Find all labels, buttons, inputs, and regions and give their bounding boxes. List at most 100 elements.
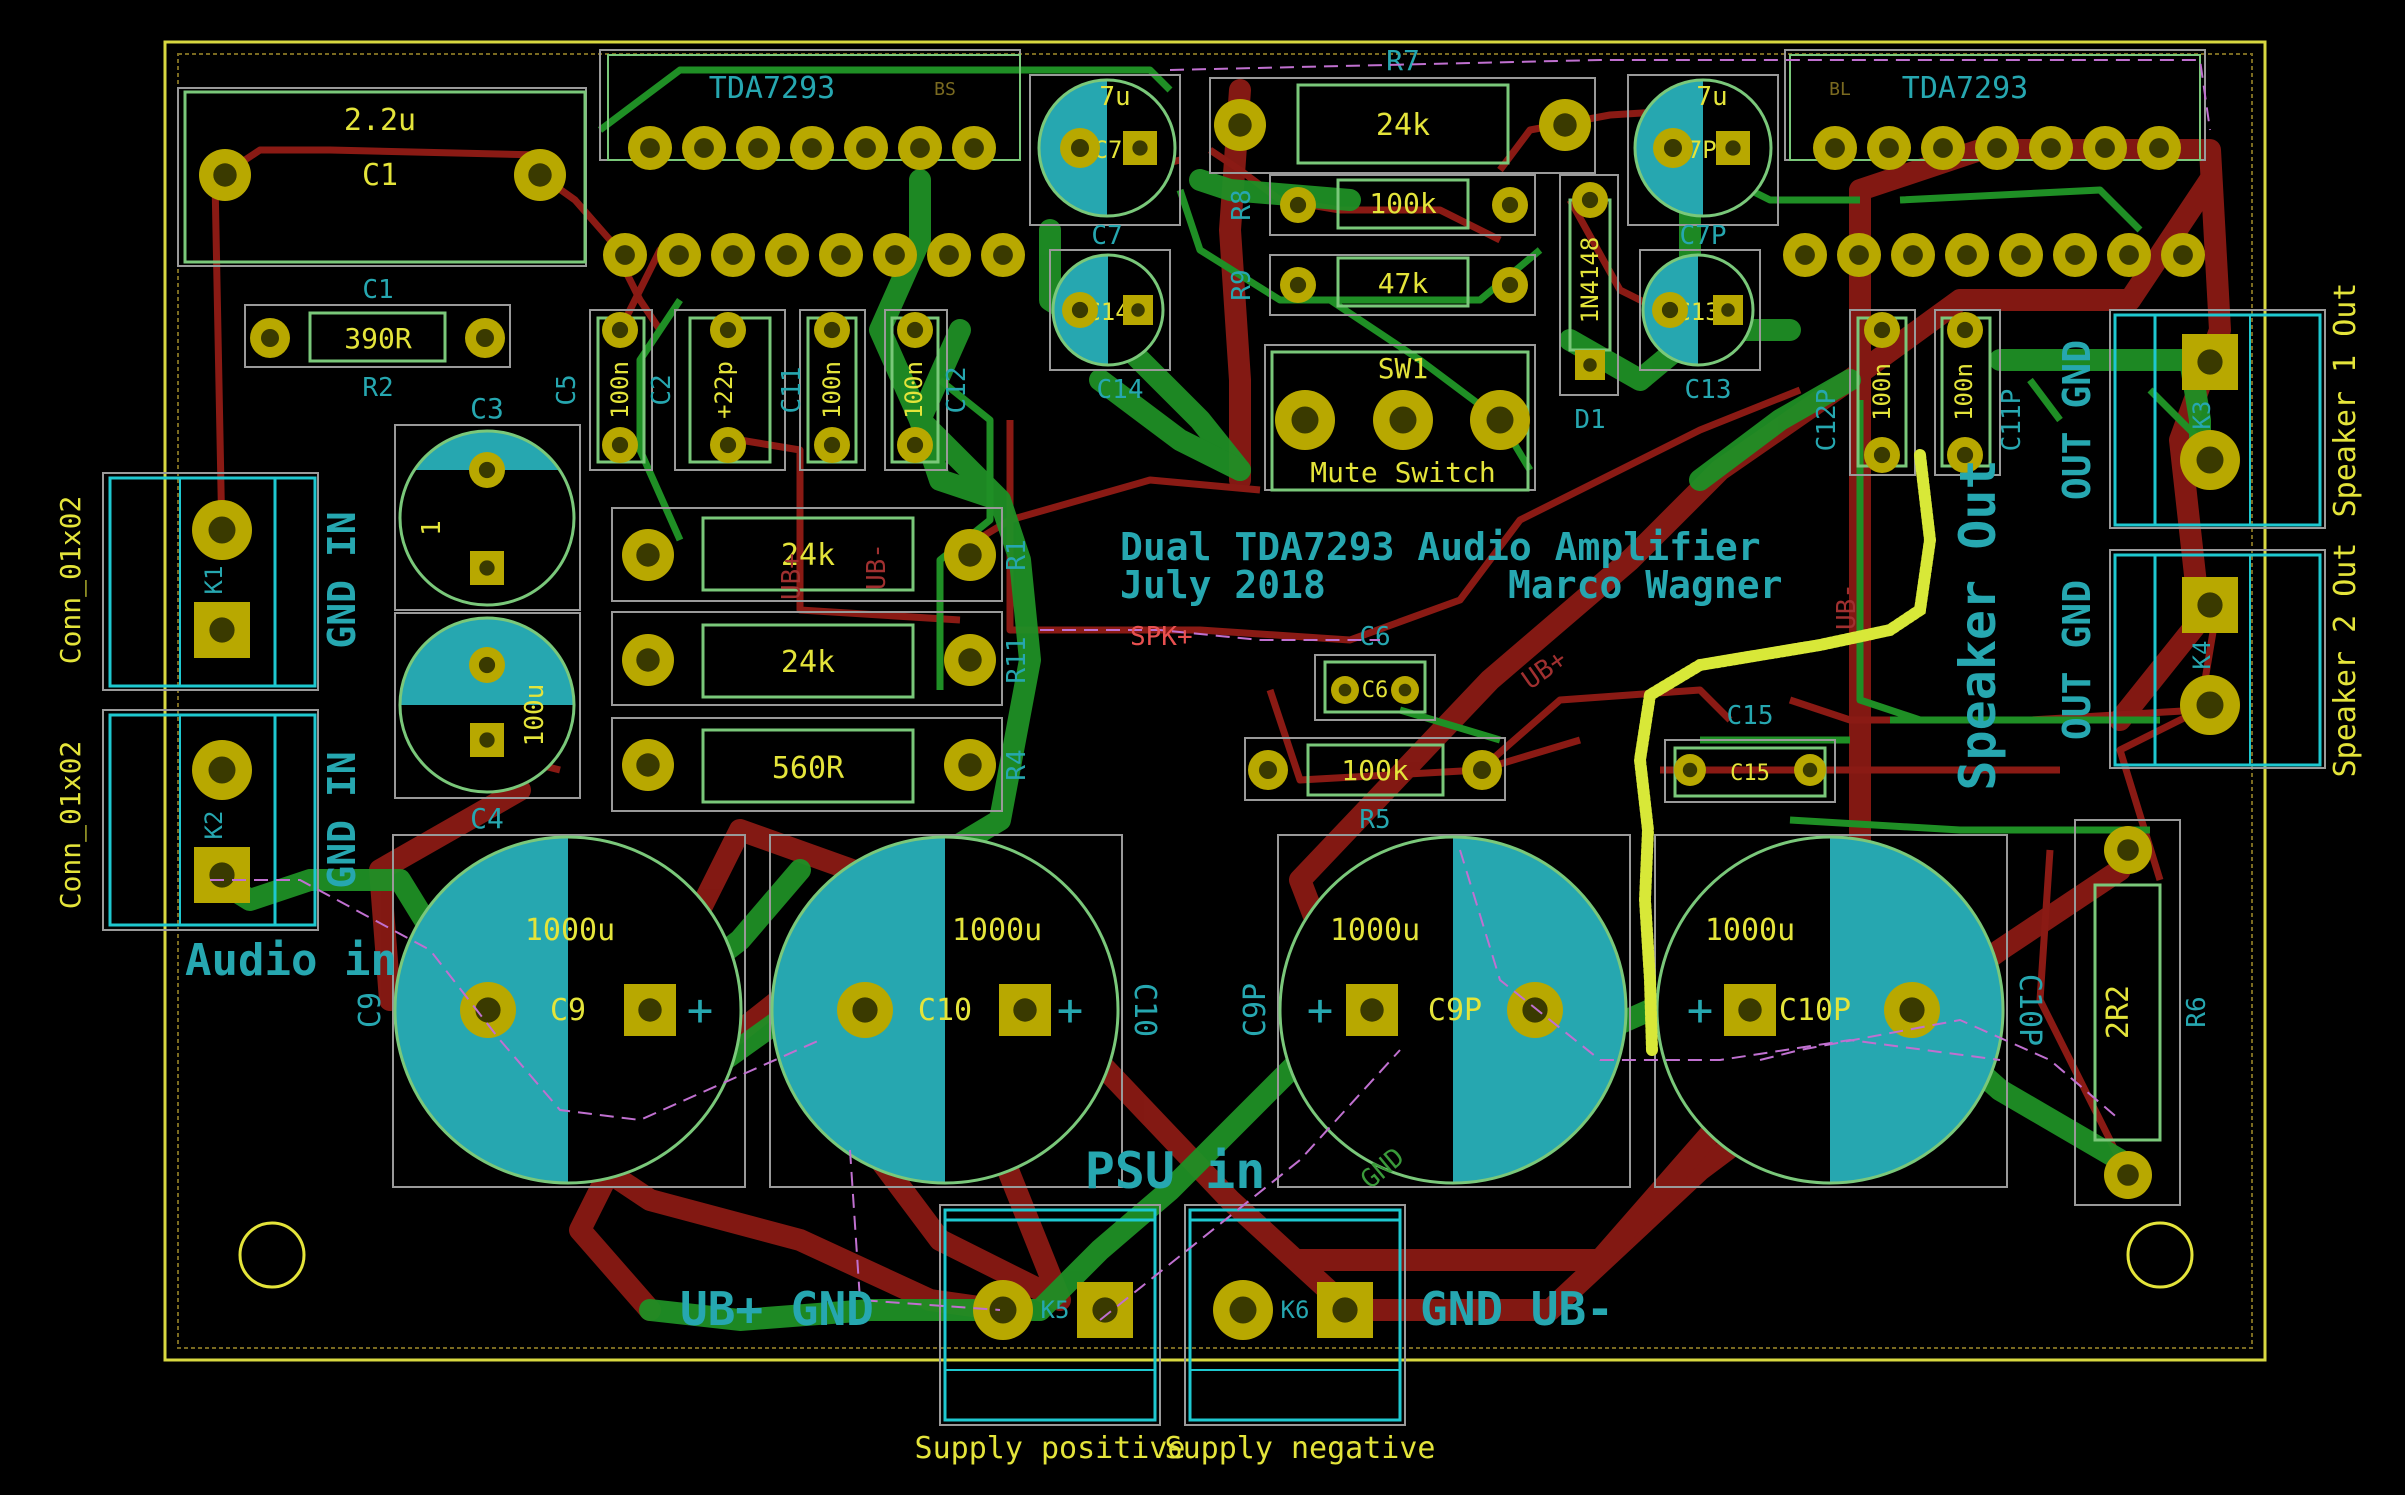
pads-layer: [192, 99, 2240, 1340]
k1-ref: K1: [200, 566, 228, 595]
board-outline: [163, 40, 2267, 1362]
pad-hole: [831, 245, 851, 265]
c13-ref: C13: [1685, 375, 1732, 405]
d1-ref: D1: [1574, 405, 1605, 435]
k6-ref: K6: [1281, 1296, 1310, 1324]
connector-k6: K6 Supply negative: [1165, 1204, 1435, 1466]
pad-hole: [1229, 1296, 1257, 1324]
c12p-value: 100n: [1868, 363, 1896, 421]
c1-value: 2.2u: [344, 103, 416, 138]
mounting-holes: [238, 1221, 2194, 1289]
r9-value: 47k: [1378, 267, 1429, 300]
c11p-value: 100n: [1950, 363, 1978, 421]
pad-hole: [1501, 276, 1519, 294]
pad-hole: [2173, 245, 2193, 265]
pad-hole: [958, 753, 982, 777]
pad-hole: [1522, 997, 1548, 1023]
r11-value: 24k: [781, 645, 835, 680]
pad-hole: [2196, 446, 2224, 474]
gnd-in-label-1: GND IN: [320, 511, 364, 648]
resistor-r4: 560R R4: [611, 717, 1032, 812]
r1-ref: R1: [1002, 539, 1032, 570]
pad-hole: [1721, 303, 1735, 317]
pad-hole: [638, 998, 662, 1022]
r4-ref: R4: [1002, 749, 1032, 780]
k2-ref: K2: [200, 811, 228, 840]
pad-hole: [213, 163, 237, 187]
pad-hole: [636, 753, 660, 777]
pad-hole: [1501, 196, 1519, 214]
mounting-hole: [2126, 1221, 2194, 1289]
gnd-in-label-2: GND IN: [320, 751, 364, 888]
c10-value: 1000u: [952, 913, 1042, 948]
c10p-silk-ref: C10P: [2012, 974, 2047, 1046]
resistor-r2: 390R R2 C1: [244, 275, 511, 403]
c10p-value: 1000u: [1705, 913, 1795, 948]
pad-hole: [1956, 321, 1974, 339]
pad-hole: [1259, 761, 1277, 779]
c9-ref: C9: [550, 993, 586, 1028]
r8-ref: R8: [1227, 189, 1257, 220]
c10p-ref: C10P: [1779, 993, 1851, 1028]
resistor-r8: 100k R8: [1227, 174, 1536, 236]
c11-ref: C11: [777, 367, 807, 414]
r9-ref: R9: [1227, 269, 1257, 300]
cap-c1: 2.2u C1: [177, 87, 587, 267]
sw1-ref: SW1: [1378, 352, 1429, 385]
pad-hole: [989, 1296, 1017, 1324]
mounting-hole: [238, 1221, 306, 1289]
c9-value: 1000u: [525, 913, 615, 948]
pad-hole: [1664, 139, 1682, 157]
pad-hole: [1291, 406, 1319, 434]
pad-hole: [694, 138, 714, 158]
pad-hole: [1933, 138, 1953, 158]
sw1-value: Mute Switch: [1310, 456, 1495, 489]
pad-hole: [1802, 762, 1818, 778]
c5-ref: C5: [552, 374, 582, 405]
c9p-plus-mark: +: [1307, 985, 1334, 1036]
c6-value: C6: [1362, 678, 1389, 703]
pad-hole: [1903, 245, 1923, 265]
psu-in-label: PSU in: [1085, 1142, 1266, 1200]
pad-hole: [261, 329, 279, 347]
c5-value: 100n: [606, 361, 634, 419]
c9p-silk-ref: C9P: [1238, 983, 1273, 1037]
pad-hole: [802, 138, 822, 158]
pad-hole: [1228, 113, 1252, 137]
pad-hole: [2117, 839, 2139, 861]
pad-hole: [1071, 301, 1089, 319]
pad-hole: [636, 543, 660, 567]
board-inner-outline: [177, 53, 2253, 1349]
pad-hole: [1957, 245, 1977, 265]
pad-hole: [939, 245, 959, 265]
pad-hole: [2041, 138, 2061, 158]
c3-value: 1: [417, 520, 447, 536]
pad-hole: [478, 656, 496, 674]
c11p-ref: C11P: [1997, 389, 2027, 452]
pad-hole: [823, 321, 841, 339]
c9p-ref: C9P: [1428, 993, 1482, 1028]
ratsnest-lines: [210, 59, 2211, 1321]
c9-plus-mark: +: [687, 985, 714, 1036]
pad-hole: [1581, 191, 1599, 209]
pad-hole: [476, 329, 494, 347]
c10-ref: C10: [918, 993, 972, 1028]
board-author: Marco Wagner: [1508, 563, 1783, 607]
pad-hole: [1873, 321, 1891, 339]
pad-hole: [1131, 303, 1145, 317]
cap-c6: C6 C6: [1314, 622, 1436, 721]
pad-hole: [777, 245, 797, 265]
r5-value: 100k: [1341, 754, 1409, 787]
pad-hole: [1795, 245, 1815, 265]
speaker-out-label: Speaker Out: [1949, 459, 2007, 790]
pad-hole: [910, 138, 930, 158]
highlighted-net: [1633, 449, 1937, 1056]
resistor-r7: 24k R7: [1209, 44, 1596, 174]
r2-ref: R2: [362, 373, 393, 403]
c12-ref: C12: [942, 367, 972, 414]
pad-hole: [958, 648, 982, 672]
ub-minus-vertical: UB-: [862, 543, 892, 590]
r8-value: 100k: [1369, 187, 1437, 220]
r6-ref: R6: [2182, 996, 2212, 1027]
speaker-2-out-label: Speaker 2 Out: [2328, 543, 2363, 778]
